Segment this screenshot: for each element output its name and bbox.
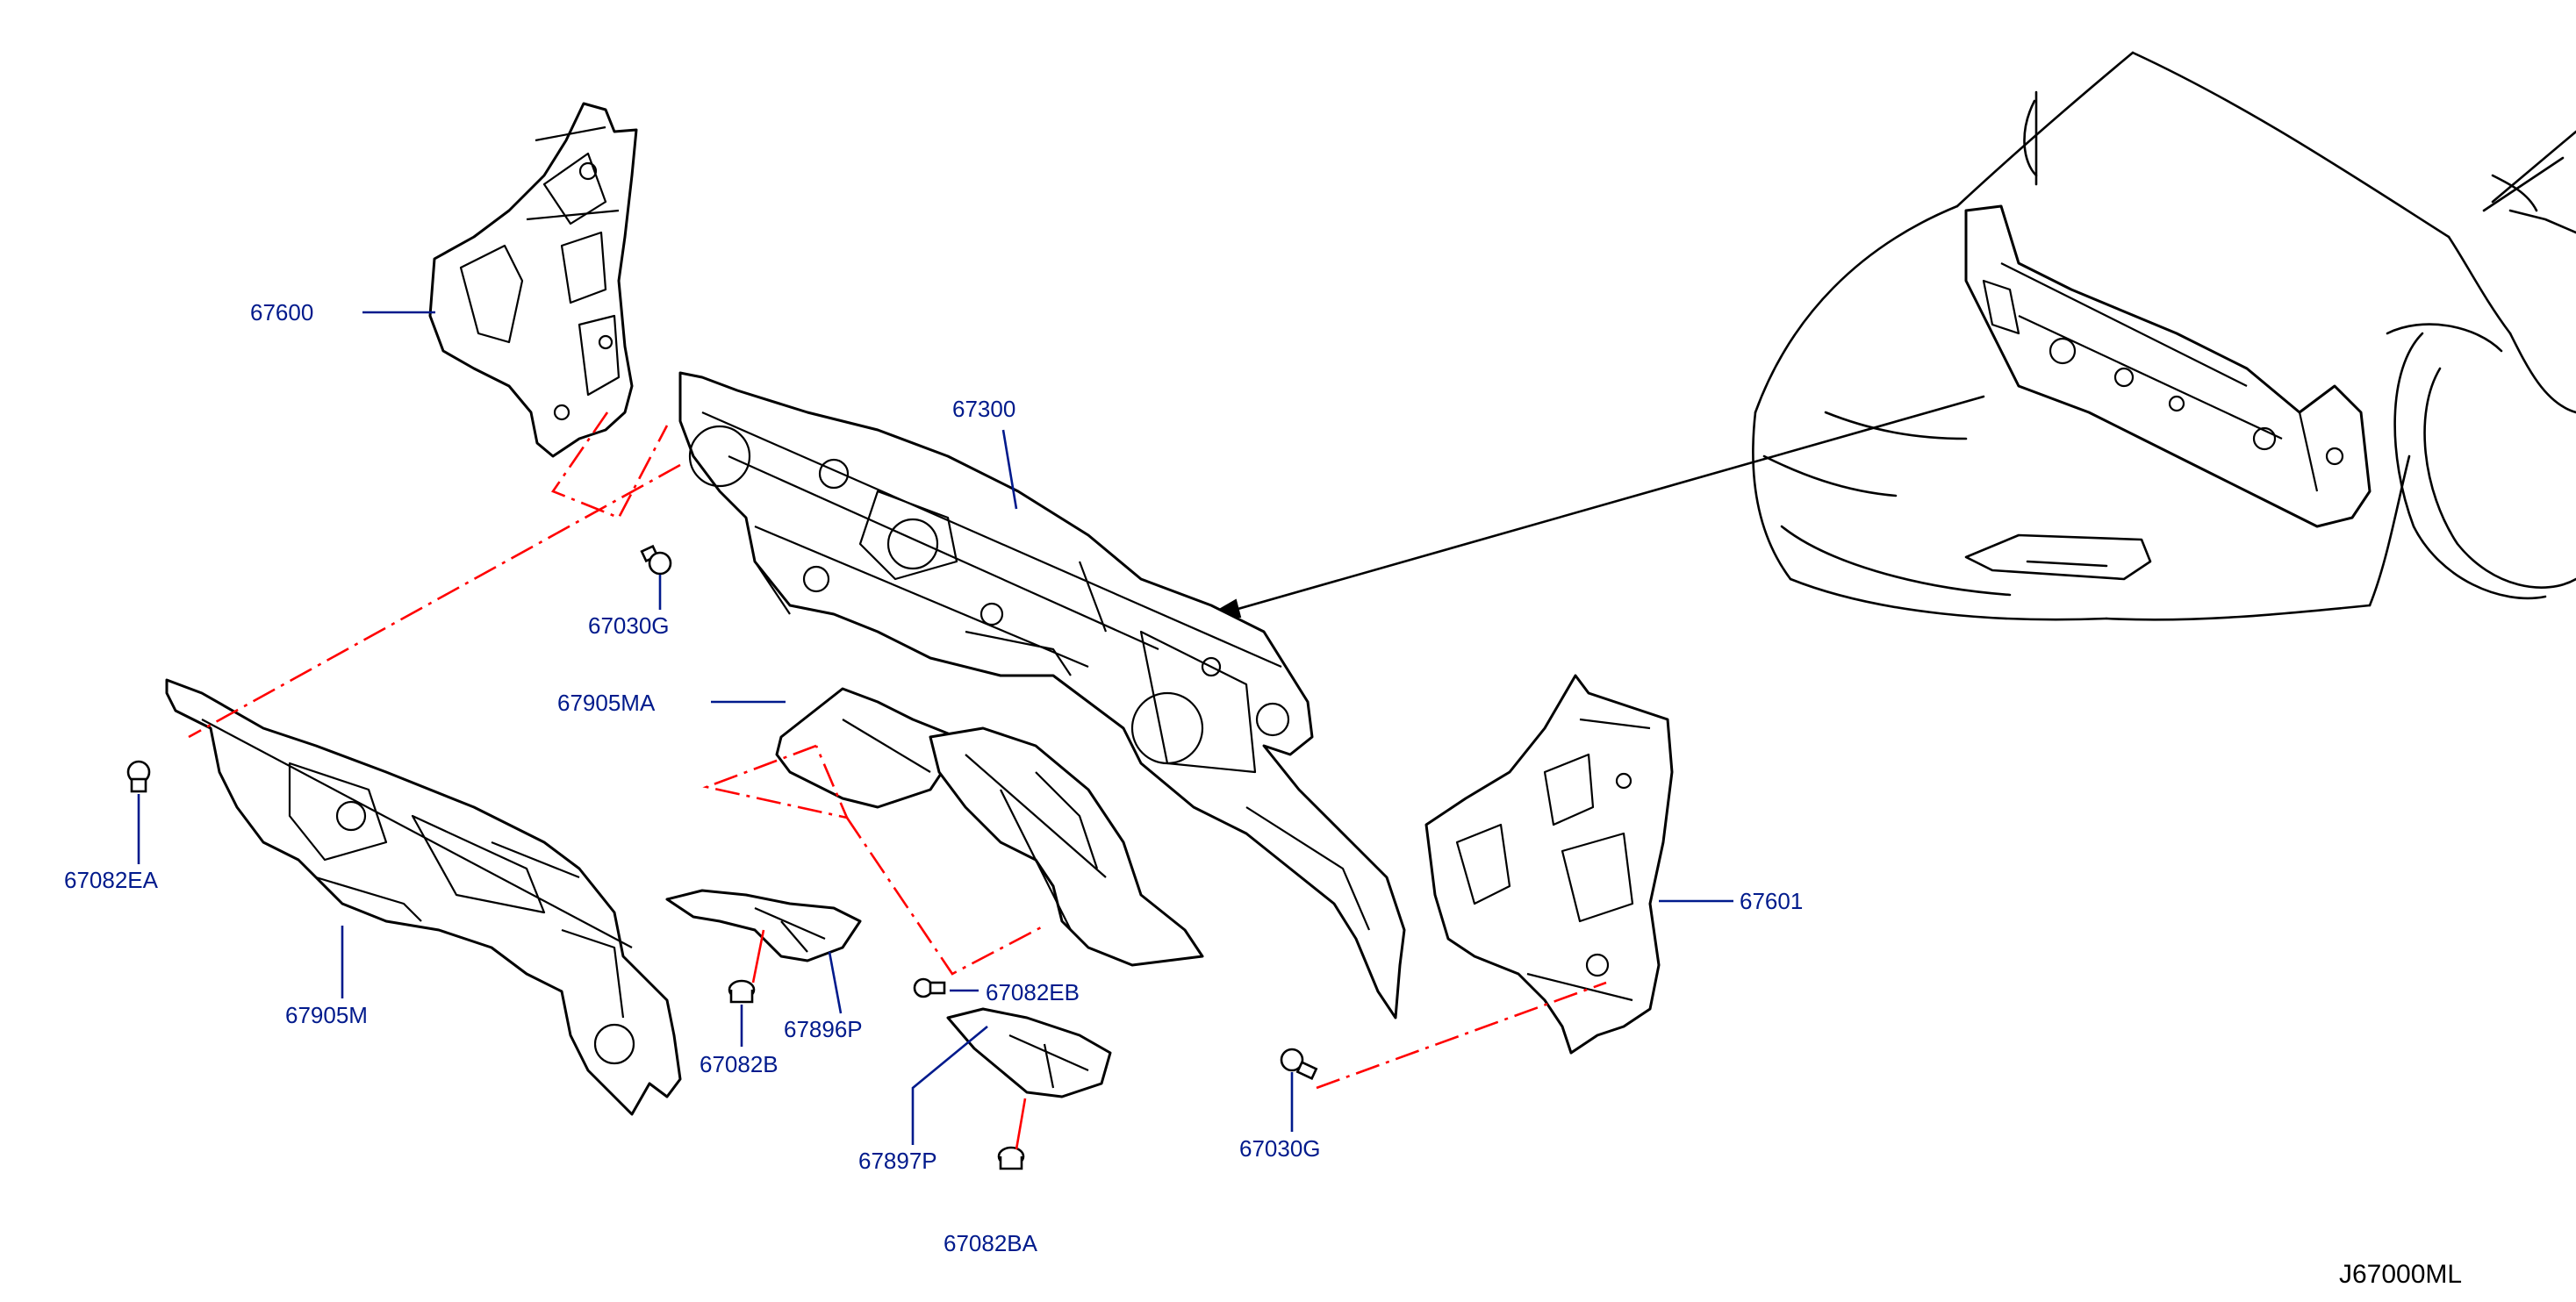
label-67082EA: 67082EA — [64, 867, 159, 893]
label-67300: 67300 — [952, 396, 1015, 422]
part-labels: 67600 67300 67030G 67905MA 67082EA 67905… — [64, 299, 1803, 1256]
part-67601-right-panel — [1424, 674, 1674, 1055]
part-67905MA-insulator — [775, 687, 1204, 967]
part-67300-dash-panel — [678, 371, 1406, 1019]
alignment-lines — [188, 411, 1607, 1150]
label-67896P: 67896P — [784, 1016, 863, 1042]
label-67082EB: 67082EB — [986, 979, 1080, 1005]
label-67601: 67601 — [1740, 888, 1803, 914]
label-67905M: 67905M — [285, 1002, 368, 1028]
part-67897P-insulator — [946, 1007, 1112, 1098]
label-67897P: 67897P — [858, 1148, 937, 1174]
label-67082B: 67082B — [700, 1051, 779, 1077]
part-67600-left-panel — [428, 102, 638, 458]
fastener-67030G-top — [640, 544, 672, 576]
part-67905M-insulator — [165, 678, 682, 1116]
vehicle-illustration — [1202, 51, 2576, 621]
part-67896P-insulator — [665, 889, 862, 962]
leader-lines — [137, 311, 1733, 1145]
label-67030G-bottom: 67030G — [1239, 1135, 1321, 1162]
fastener-67082EA — [126, 760, 151, 793]
label-67030G-top: 67030G — [588, 612, 670, 639]
label-67082BA: 67082BA — [944, 1230, 1038, 1256]
diagram-code: J67000ML — [2339, 1260, 2462, 1289]
fastener-67030G-bottom — [1280, 1048, 1318, 1080]
fastener-67082B — [728, 979, 756, 1004]
label-67905MA: 67905MA — [557, 690, 656, 716]
label-67600: 67600 — [250, 299, 313, 326]
fastener-67082EB — [913, 977, 946, 998]
fastener-67082BA — [997, 1146, 1025, 1170]
